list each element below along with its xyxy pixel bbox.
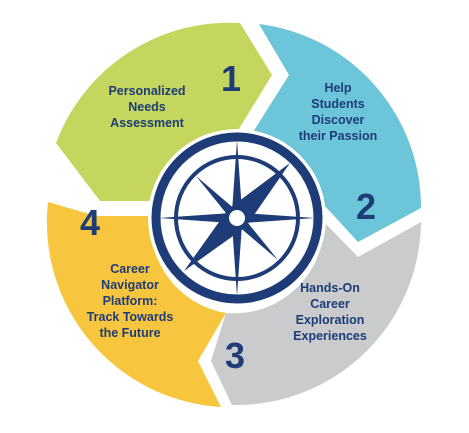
step-3-number: 3 bbox=[225, 335, 245, 376]
svg-text:Platform:: Platform: bbox=[103, 294, 158, 308]
compass-icon bbox=[148, 129, 326, 307]
step-4-number: 4 bbox=[80, 202, 100, 243]
svg-text:Navigator: Navigator bbox=[101, 278, 159, 292]
svg-text:Help: Help bbox=[324, 81, 351, 95]
svg-text:the Future: the Future bbox=[99, 326, 160, 340]
step-4-segment bbox=[46, 202, 227, 407]
step-1-segment bbox=[56, 22, 272, 201]
svg-text:Career: Career bbox=[110, 262, 150, 276]
step-3-segment bbox=[211, 222, 421, 406]
svg-text:Track Towards: Track Towards bbox=[87, 310, 174, 324]
svg-text:their Passion: their Passion bbox=[299, 129, 378, 143]
step-2-segment bbox=[253, 24, 422, 242]
svg-text:Hands-On: Hands-On bbox=[300, 281, 360, 295]
step-1-number: 1 bbox=[221, 58, 241, 99]
svg-text:Personalized: Personalized bbox=[108, 84, 185, 98]
svg-text:Discover: Discover bbox=[312, 113, 365, 127]
step-3-label: Hands-On Career Exploration Experiences bbox=[293, 281, 367, 343]
step-2-number: 2 bbox=[356, 186, 376, 227]
svg-text:Exploration: Exploration bbox=[296, 313, 365, 327]
svg-text:Needs: Needs bbox=[128, 100, 166, 114]
step-4-label: Career Navigator Platform: Track Towards… bbox=[87, 262, 174, 340]
svg-text:Assessment: Assessment bbox=[110, 116, 184, 130]
svg-text:Career: Career bbox=[310, 297, 350, 311]
step-1-label: Personalized Needs Assessment bbox=[108, 84, 185, 130]
step-2-label: Help Students Discover their Passion bbox=[299, 81, 378, 143]
svg-text:Experiences: Experiences bbox=[293, 329, 367, 343]
svg-text:Students: Students bbox=[311, 97, 365, 111]
